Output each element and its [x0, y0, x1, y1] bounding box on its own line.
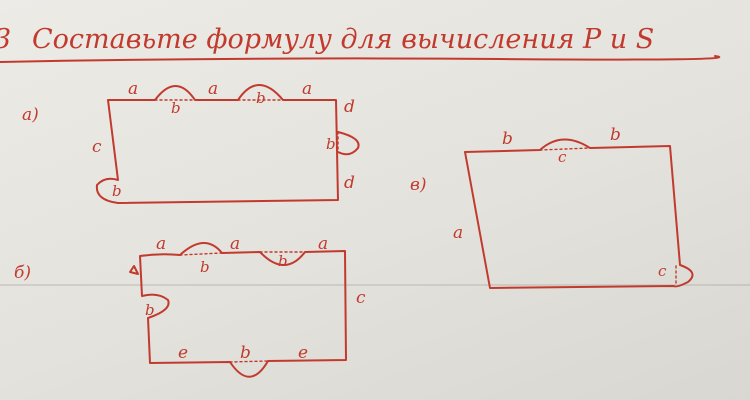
figure-b-bottom-1: e — [178, 343, 188, 363]
heading-underline — [0, 55, 721, 63]
figure-b-top-2: b — [200, 258, 210, 276]
figure-a-bottom-left: b — [112, 182, 122, 200]
task-number: 3 — [0, 24, 11, 55]
figure-b-top-1: a — [156, 234, 166, 254]
figure-a-top-2: b — [171, 99, 181, 117]
figure-a-right-top: d — [344, 97, 355, 117]
figure-a-right-bottom: d — [344, 173, 355, 193]
figure-v-top-left: b — [502, 129, 513, 149]
figure-a-right-mid: b — [326, 135, 336, 153]
figure-a-marker: а) — [22, 105, 39, 125]
figure-a-shape — [95, 84, 339, 204]
figure-a-right-notch — [337, 131, 360, 156]
figure-b-notch-baselines — [179, 251, 306, 363]
figure-b-top-3: a — [230, 234, 240, 254]
figure-v-corner: c — [658, 262, 667, 280]
figure-v-left: a — [453, 223, 463, 243]
figure-a-top-1: a — [128, 79, 138, 99]
figure-v-shape — [464, 138, 694, 289]
figure-a-top-3: a — [208, 79, 218, 99]
figure-b-corner-mark — [129, 265, 139, 275]
figure-b-left: b — [145, 301, 155, 319]
figure-a-notch-baselines — [154, 99, 339, 153]
task-heading: Составьте формулу для вычисления P и S — [32, 24, 654, 55]
figure-b-marker: б) — [14, 263, 31, 283]
figure-b-shape — [139, 242, 347, 378]
paper-fold — [0, 284, 750, 286]
figure-b-right: c — [356, 288, 366, 308]
figure-b-bottom-2: b — [240, 343, 251, 363]
figure-a-top-5: a — [302, 79, 312, 99]
figure-b-top-5: a — [318, 234, 328, 254]
figure-v-marker: в) — [410, 175, 427, 195]
figure-v-top-right: b — [610, 125, 621, 145]
figure-v-top-mid: c — [558, 148, 567, 166]
figure-b-top-4: b — [278, 252, 288, 270]
figure-b-bottom-3: e — [298, 343, 308, 363]
figure-a-left: c — [92, 137, 102, 157]
figure-v-notch-baselines — [539, 147, 677, 287]
figure-a-top-4: b — [256, 89, 266, 107]
